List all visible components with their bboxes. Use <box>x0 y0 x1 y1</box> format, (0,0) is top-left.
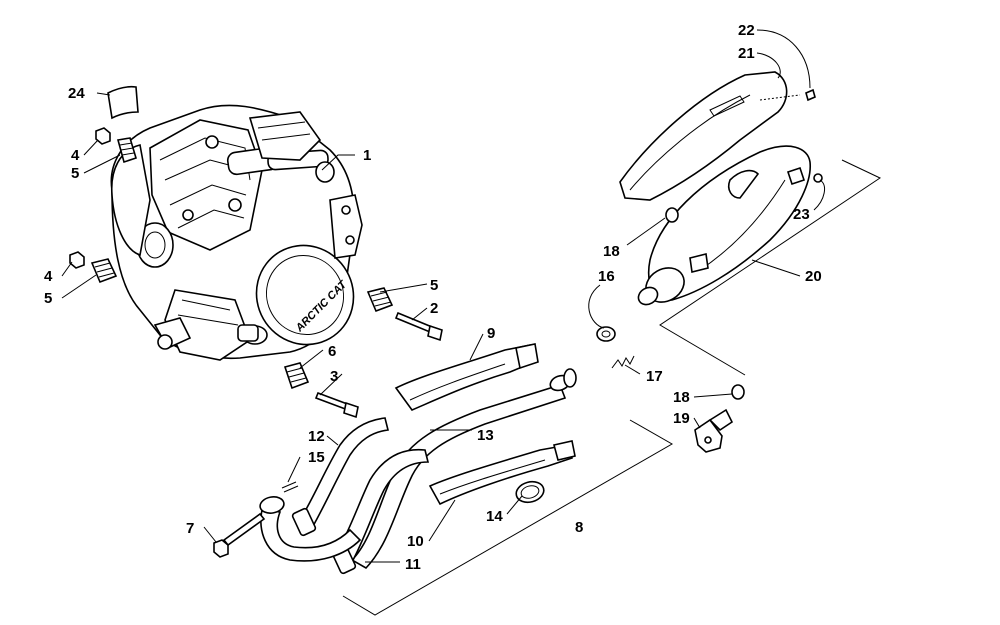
callout-9: 9 <box>487 325 495 342</box>
callout-3: 3 <box>330 368 338 385</box>
part-5-stud-right <box>366 287 394 313</box>
callout-labels: 1 2 3 4 4 5 5 5 6 7 8 9 10 11 12 13 14 1… <box>44 22 822 573</box>
callout-6: 6 <box>328 343 336 360</box>
part-11-head-pipe <box>336 448 430 564</box>
part-12-head-pipe <box>298 417 389 530</box>
callout-14: 14 <box>486 508 503 525</box>
part-2-bolt <box>394 311 443 342</box>
callout-20: 20 <box>805 268 822 285</box>
part-7-bolt <box>213 512 266 558</box>
part-17-spring <box>611 355 635 369</box>
callout-11: 11 <box>405 556 421 573</box>
part-20-muffler <box>637 145 811 306</box>
leader-lines <box>61 29 882 616</box>
part-5-stud-upper <box>116 137 137 164</box>
part-15-gasket <box>281 481 299 493</box>
callout-18-lower: 18 <box>673 389 690 406</box>
callout-4-upper: 4 <box>71 147 80 164</box>
callout-18-upper: 18 <box>603 243 620 260</box>
part-5-stud-lower <box>90 258 118 284</box>
callout-24: 24 <box>68 85 85 102</box>
callout-5-upper: 5 <box>71 165 79 182</box>
part-10-heat-shield <box>428 444 573 506</box>
callout-5-right: 5 <box>430 277 438 294</box>
callout-13: 13 <box>477 427 494 444</box>
part-22-screw <box>805 88 816 102</box>
part-4-nut-lower <box>69 251 85 269</box>
part-24-gasket <box>107 85 139 120</box>
part-16-gasket <box>596 326 616 342</box>
callout-19: 19 <box>673 410 690 427</box>
callout-7: 7 <box>186 520 194 537</box>
engine-assembly: ARCTIC CAT <box>110 104 363 361</box>
callout-15: 15 <box>308 449 325 466</box>
part-21-heat-shield <box>619 71 788 201</box>
part-4-nut-upper <box>95 127 111 145</box>
callout-12: 12 <box>308 428 325 445</box>
callout-2: 2 <box>430 300 438 317</box>
callout-21: 21 <box>738 45 755 62</box>
callout-4-lower: 4 <box>44 268 53 285</box>
part-14-clamp <box>515 480 545 504</box>
part-3-bolt <box>314 391 359 419</box>
part-elbow <box>260 509 362 562</box>
callout-23: 23 <box>793 206 810 223</box>
callout-17: 17 <box>646 368 663 385</box>
callout-22: 22 <box>738 22 755 39</box>
callout-8: 8 <box>575 519 583 536</box>
callout-1: 1 <box>363 147 371 164</box>
callout-16: 16 <box>598 268 615 285</box>
part-6-stud <box>283 362 310 390</box>
callout-5-lower: 5 <box>44 290 52 307</box>
part-18-grommet-upper <box>665 207 679 223</box>
part-19-bracket <box>694 408 734 453</box>
part-18-grommet-lower <box>731 384 745 400</box>
callout-10: 10 <box>407 533 424 550</box>
